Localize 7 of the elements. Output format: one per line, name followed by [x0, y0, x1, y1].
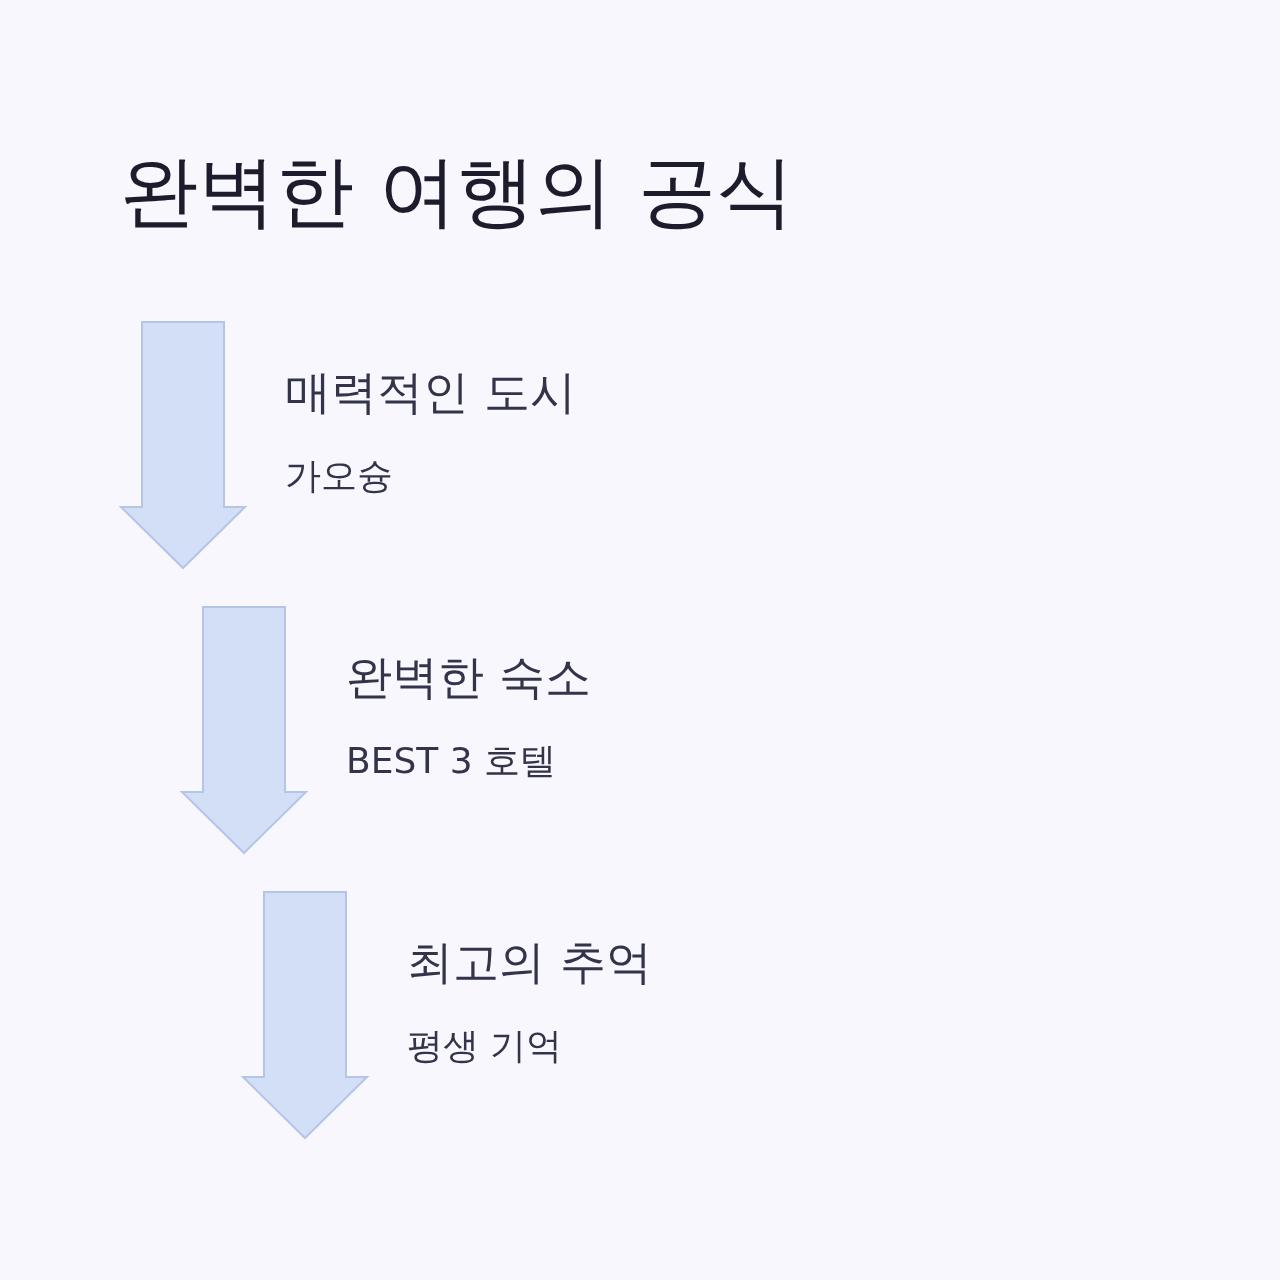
- step-heading: 완벽한 숙소: [346, 649, 591, 706]
- step-heading: 최고의 추억: [407, 934, 652, 991]
- step-subtitle: 평생 기억: [407, 1024, 563, 1068]
- step-subtitle: BEST 3 호텔: [346, 739, 557, 783]
- step-heading: 매력적인 도시: [285, 364, 576, 421]
- step-subtitle: 가오슝: [285, 454, 393, 498]
- title: 완벽한 여행의 공식: [120, 145, 794, 238]
